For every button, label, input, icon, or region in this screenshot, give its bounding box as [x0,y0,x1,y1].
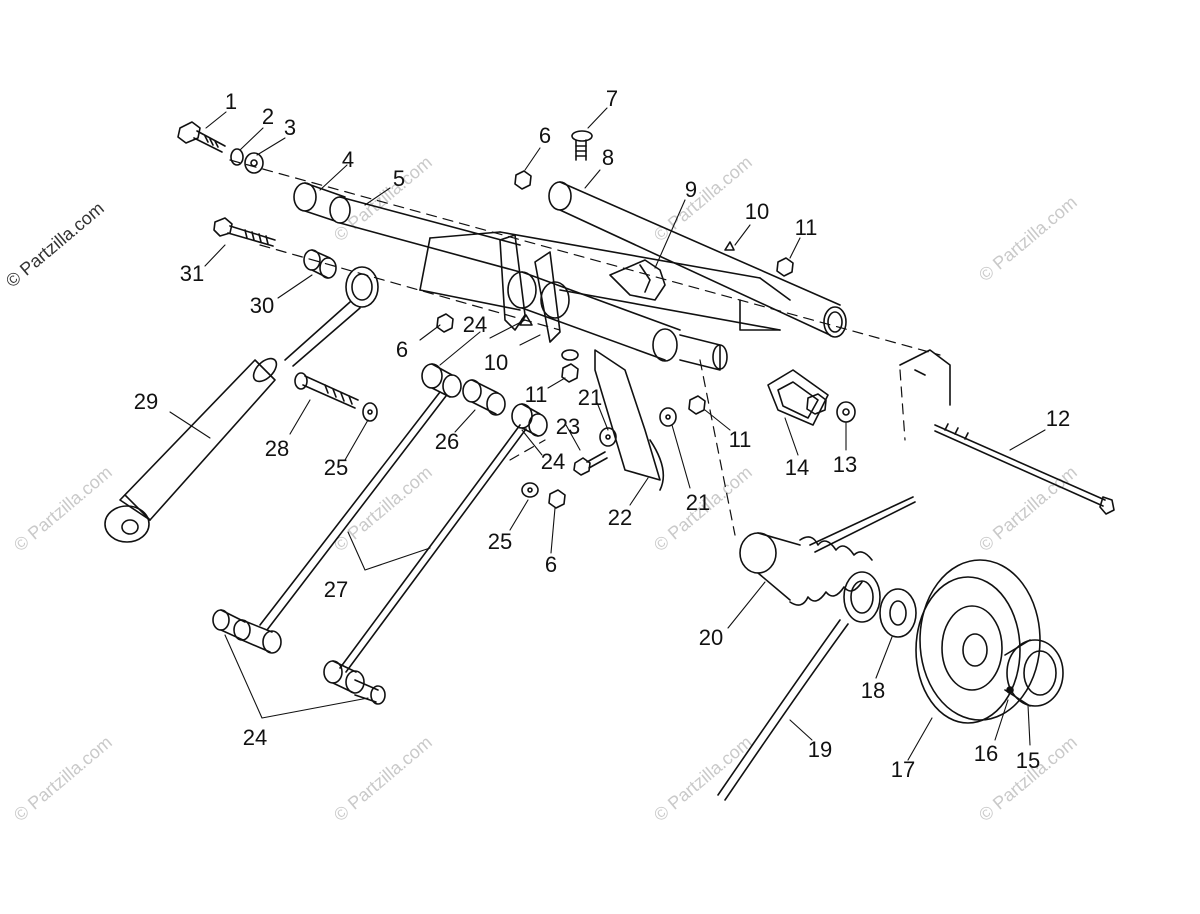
part-4-5-arm-tube [293,182,521,273]
part-12-bolt [934,423,1115,515]
callout-6: 6 [538,123,552,148]
callout-11: 11 [794,215,818,240]
callout-30: 30 [249,293,275,318]
part-13-washer [836,401,856,423]
part-1-bolt [177,121,226,153]
part-31-bolt [213,217,276,247]
part-8-rear-tube [548,181,847,338]
callout-16: 16 [973,741,999,766]
pivot-brackets [499,234,728,371]
callout-5: 5 [392,166,406,191]
callout-14: 14 [784,455,810,480]
callout-6: 6 [395,337,409,362]
part-21-washer [659,407,677,427]
part-2-washer [230,148,244,166]
callout-10: 10 [744,199,770,224]
part-15-hub-cap [1004,639,1064,707]
callout-26: 26 [434,429,460,454]
callout-11: 11 [524,382,548,407]
callout-12: 12 [1045,406,1071,431]
callout-6: 6 [544,552,558,577]
part-27-link-right [323,403,548,705]
callout-28: 28 [264,436,290,461]
part-11-nut [561,363,579,383]
callout-9: 9 [684,177,698,202]
callout-4: 4 [341,147,355,172]
callout-23: 23 [555,414,581,439]
part-6-nut [514,170,532,190]
part-25-washer [521,482,539,498]
part-14-plate [767,369,829,426]
callout-25: 25 [323,455,349,480]
washer [561,349,579,361]
part-26-bushing [462,379,506,416]
part-6-nut [548,489,566,509]
part-16-bearing [1006,686,1014,694]
callout-20: 20 [698,625,724,650]
callout-15: 15 [1015,748,1041,773]
part-7-bolt [571,130,593,161]
a-frame-body [419,231,791,331]
assembly-centerlines [229,159,941,536]
part-3-washer [244,152,264,174]
callout-24: 24 [462,312,488,337]
callout-22: 22 [607,505,633,530]
callout-29: 29 [133,389,159,414]
part-25-washer [362,402,378,422]
callout-13: 13 [832,452,858,477]
part-11-nut [688,395,706,415]
leader-lines [169,107,1046,761]
callout-27: 27 [323,577,349,602]
callout-10: 10 [483,350,509,375]
part-22-link-plate [594,349,665,491]
callout-21: 21 [577,385,603,410]
part-17-wheel [915,559,1041,724]
callout-2: 2 [261,104,275,129]
part-6-nut [436,313,454,333]
callout-25: 25 [487,529,513,554]
callout-24: 24 [242,725,268,750]
part-30-bushing [303,249,337,279]
callout-7: 7 [605,86,619,111]
part-11-nut [776,257,794,277]
callout-8: 8 [601,145,615,170]
callout-31: 31 [179,261,205,286]
callout-18: 18 [860,678,886,703]
callout-21: 21 [685,490,711,515]
part-9-bracket [609,259,666,301]
part-23-bolt [573,451,608,476]
part-21-washer [599,427,617,447]
part-10-pin [724,241,735,251]
callout-17: 17 [890,757,916,782]
part-19-spring-arm [717,619,849,801]
callout-11: 11 [728,427,752,452]
part-28-bolt [294,372,359,409]
part-20-spring-housing [739,496,916,623]
part-10-pin [519,314,533,326]
callout-24: 24 [540,449,566,474]
pivot-bracket-right [899,349,951,406]
part-29-shock [104,266,379,543]
part-18-washer [879,588,917,638]
callout-1: 1 [224,89,238,114]
callout-3: 3 [283,115,297,140]
part-27-link-left [212,363,462,654]
callout-19: 19 [807,737,833,762]
